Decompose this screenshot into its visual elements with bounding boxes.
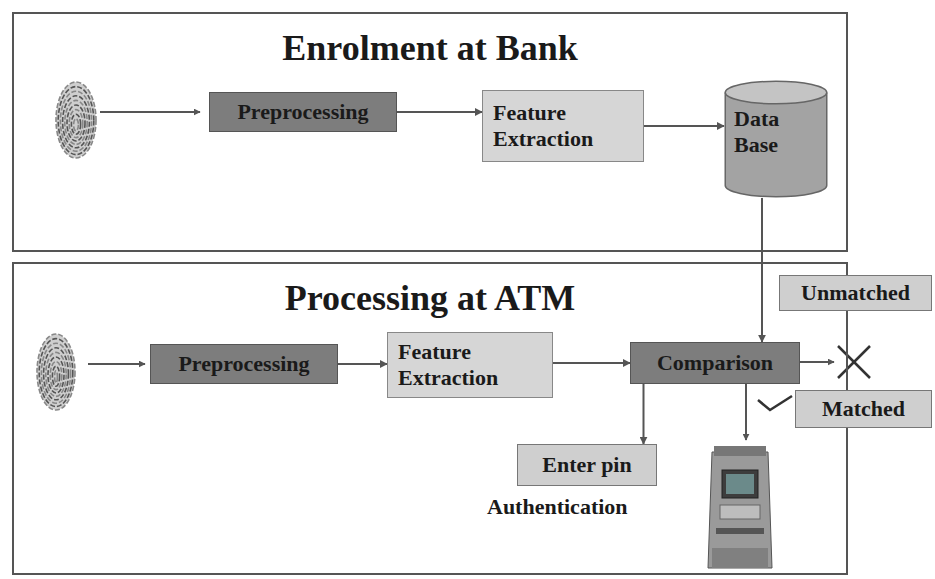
box-text: Unmatched [801, 280, 910, 306]
cross-mark [838, 346, 870, 378]
box-text: Data Base [724, 80, 828, 158]
database-cylinder: Data Base [724, 80, 828, 198]
process-box: Feature Extraction [387, 332, 553, 398]
process-box: Preprocessing [150, 344, 338, 384]
fingerprint-icon [56, 82, 96, 158]
process-box: Preprocessing [209, 92, 397, 132]
box-text: Preprocessing [178, 351, 309, 377]
flow-arrow [643, 384, 645, 444]
atm-panel: Processing at ATM Preprocessing Feature Ex… [12, 262, 848, 575]
flow-arrow [644, 125, 724, 127]
check-mark [758, 396, 792, 410]
box-text: Comparison [657, 350, 773, 376]
fingerprint-icon [37, 334, 75, 410]
box-text: Feature Extraction [493, 100, 633, 152]
box-text: Feature Extraction [398, 339, 542, 391]
input-arrow [100, 111, 200, 113]
panel-heading: Enrolment at Bank [14, 28, 846, 68]
atm-machine [708, 446, 772, 568]
flow-arrow [553, 362, 630, 364]
atm-arrow [745, 383, 747, 440]
reject-arrow [798, 361, 834, 363]
flow-arrow [397, 111, 482, 113]
enrolment-panel: Enrolment at BankPreprocessing Feature Ex… [12, 12, 848, 252]
box-text: Enter pin [542, 452, 631, 478]
input-arrow [88, 363, 145, 365]
process-box: Feature Extraction [482, 90, 644, 162]
flow-arrow [761, 198, 763, 342]
process-box: Enter pin [517, 444, 657, 486]
result-tag: Matched [795, 390, 932, 428]
panel-heading: Processing at ATM [14, 278, 846, 318]
box-text: Matched [822, 396, 905, 422]
caption-label: Authentication [487, 494, 628, 520]
result-tag: Unmatched [779, 275, 932, 311]
flow-arrow [338, 363, 387, 365]
process-box: Comparison [630, 342, 800, 384]
box-text: Preprocessing [237, 99, 368, 125]
